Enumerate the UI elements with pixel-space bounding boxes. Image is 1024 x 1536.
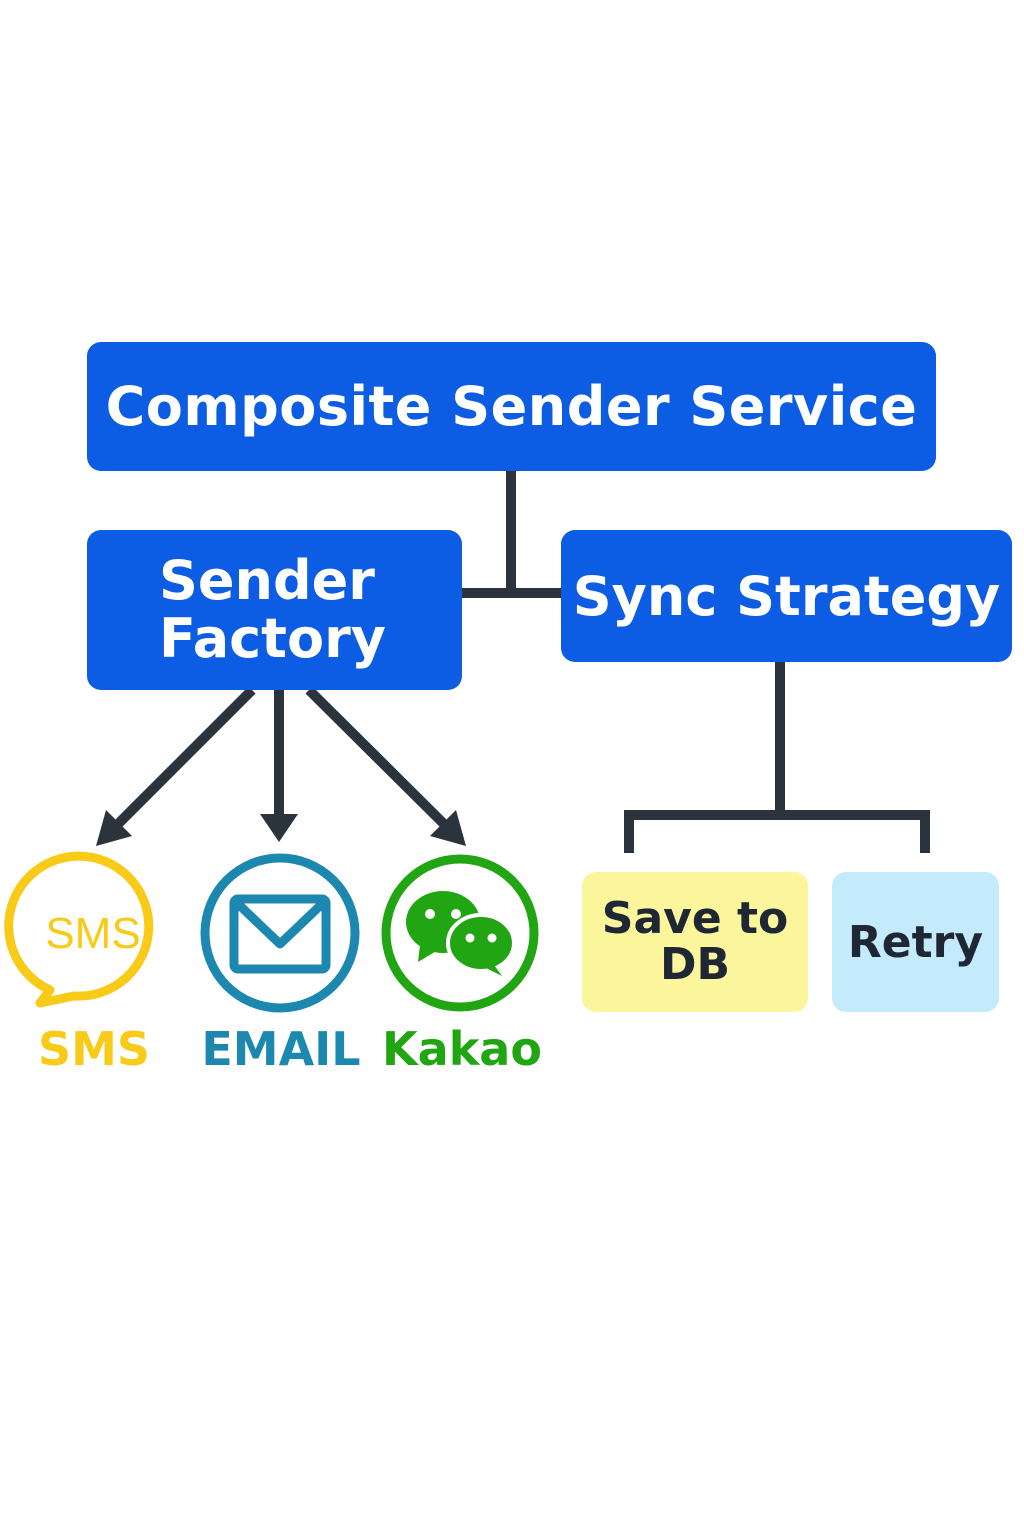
save-to-db-label-line1: Save to bbox=[601, 893, 789, 944]
composite-sender-service-box: Composite Sender Service bbox=[87, 342, 936, 471]
retry-box: Retry bbox=[832, 872, 999, 1012]
sender-factory-label-line1: Sender bbox=[159, 549, 375, 612]
arrow-to-sms bbox=[112, 686, 256, 830]
sync-strategy-label: Sync Strategy bbox=[572, 564, 1001, 628]
sync-branch-bracket bbox=[624, 810, 930, 853]
kakao-channel-label: Kakao bbox=[382, 1022, 542, 1076]
arrow-to-kakao bbox=[305, 686, 450, 830]
arrowhead-kakao bbox=[430, 810, 466, 846]
email-channel-label: EMAIL bbox=[201, 1022, 361, 1076]
sms-icon-text: SMS bbox=[45, 909, 140, 958]
save-to-db-box: Save to DB bbox=[582, 872, 808, 1012]
arrowhead-sms bbox=[96, 810, 132, 846]
composite-sender-service-label: Composite Sender Service bbox=[105, 375, 918, 438]
save-to-db-label-line2: DB bbox=[659, 939, 731, 990]
retry-label: Retry bbox=[847, 916, 984, 968]
sender-factory-label-line2: Factory bbox=[159, 607, 386, 670]
sender-factory-box: Sender Factory bbox=[87, 530, 462, 690]
sync-strategy-box: Sync Strategy bbox=[561, 530, 1012, 662]
sms-channel-label: SMS bbox=[37, 1022, 151, 1076]
arrowhead-email bbox=[260, 814, 298, 842]
